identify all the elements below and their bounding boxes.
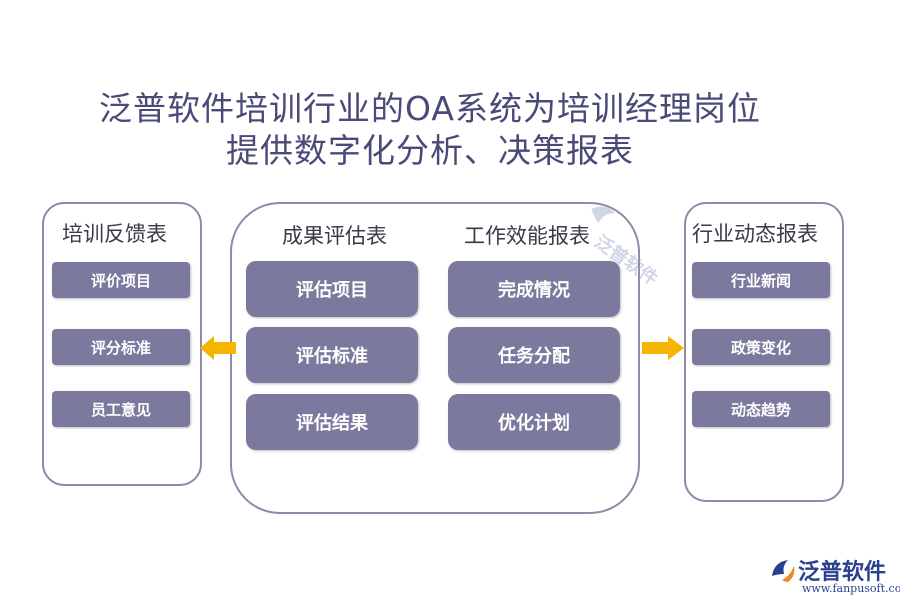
- mid-item-task-allocation: 任务分配: [448, 327, 620, 383]
- work-efficiency-heading: 工作效能报表: [464, 224, 590, 248]
- left-arrow-icon: [200, 336, 236, 360]
- logo-url: www.fanpusoft.com: [802, 582, 900, 595]
- mid-item-completion-status: 完成情况: [448, 261, 620, 317]
- company-logo: 泛普软件 www.fanpusoft.com: [768, 554, 900, 600]
- training-feedback-heading: 培训反馈表: [62, 222, 167, 246]
- diagram-title-line2: 提供数字化分析、决策报表: [226, 131, 634, 170]
- logo-name: 泛普软件: [798, 560, 887, 585]
- left-item-employee-opinions: 员工意见: [52, 391, 190, 427]
- watermark-text: 泛普软件: [590, 231, 662, 290]
- right-item-dynamic-trends: 动态趋势: [692, 391, 830, 427]
- diagram-title-line1: 泛普软件培训行业的OA系统为培训经理岗位: [99, 89, 761, 128]
- mid-item-evaluation-standard: 评估标准: [246, 327, 418, 383]
- right-arrow-icon: [642, 336, 684, 360]
- logo-mark-icon: [772, 560, 795, 582]
- left-item-scoring-standard: 评分标准: [52, 329, 190, 365]
- watermark-logo-icon: 泛普软件: [590, 206, 662, 290]
- right-item-policy-changes: 政策变化: [692, 329, 830, 365]
- right-item-industry-news: 行业新闻: [692, 262, 830, 298]
- industry-dynamics-heading: 行业动态报表: [692, 222, 818, 246]
- mid-item-evaluation-results: 评估结果: [246, 394, 418, 450]
- outcome-evaluation-heading: 成果评估表: [282, 224, 387, 248]
- mid-item-optimization-plan: 优化计划: [448, 394, 620, 450]
- mid-item-evaluation-items: 评估项目: [246, 261, 418, 317]
- left-item-evaluation-items: 评价项目: [52, 262, 190, 298]
